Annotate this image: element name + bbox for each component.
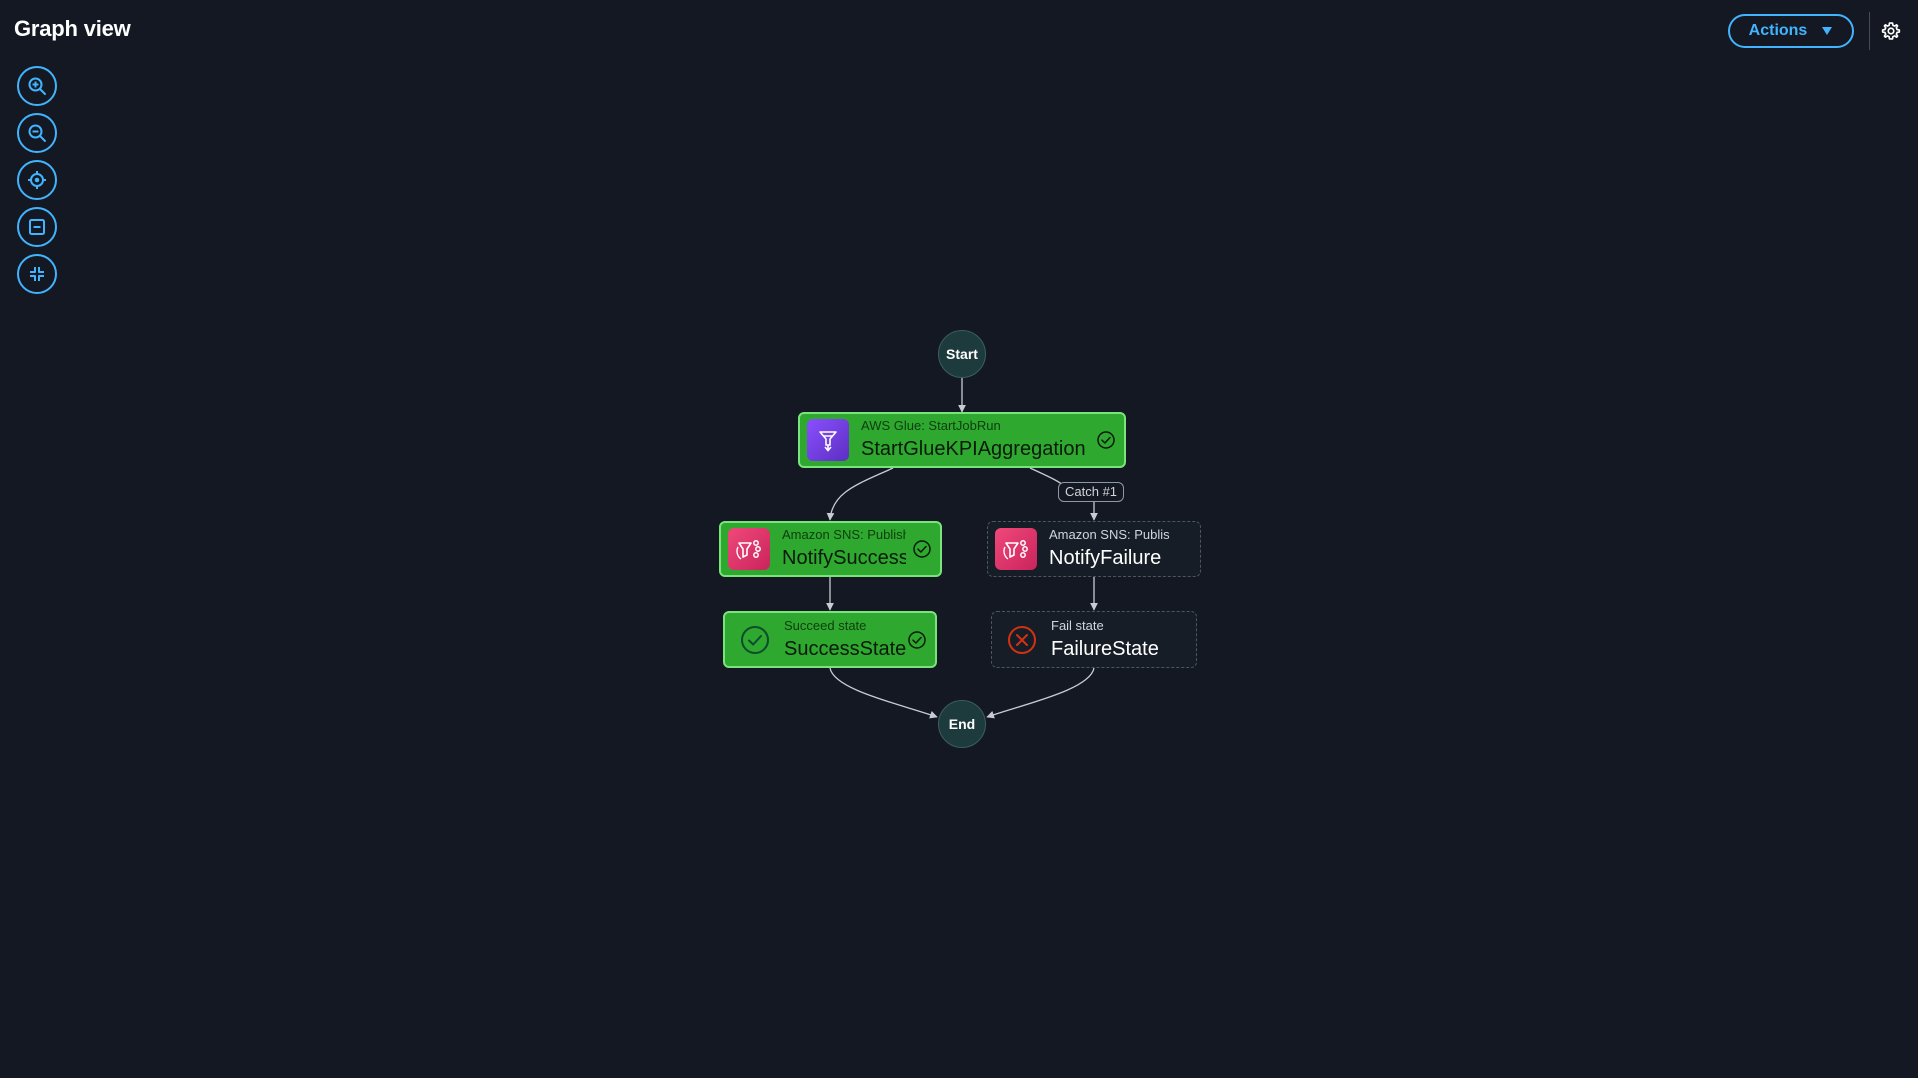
node-type-label: Amazon SNS: Publish <box>782 527 906 542</box>
actions-button[interactable]: Actions <box>1728 14 1854 48</box>
success-check-icon <box>908 630 926 649</box>
zoom-out-button[interactable] <box>17 113 57 153</box>
node-type-label: Succeed state <box>784 617 867 633</box>
state-node-notify-success[interactable]: Amazon SNS: Publish NotifySuccess <box>719 521 942 577</box>
node-type-label: Amazon SNS: Publish <box>1049 527 1170 542</box>
edge-glue-to-notify-success <box>826 467 894 521</box>
fit-view-button[interactable] <box>17 207 57 247</box>
zoom-in-icon <box>28 77 46 95</box>
node-text: Succeed state SuccessState <box>784 618 935 662</box>
node-type-label: Fail state <box>1051 617 1104 633</box>
center-view-button[interactable] <box>17 160 57 200</box>
node-name-label: StartGlueKPIAggregation <box>861 438 1086 460</box>
zoom-controls <box>17 66 57 294</box>
amazon-sns-icon <box>995 528 1037 570</box>
start-node[interactable]: Start <box>938 330 986 378</box>
locate-center-icon <box>28 171 46 189</box>
amazon-sns-icon <box>728 528 770 570</box>
page-title: Graph view <box>14 16 131 41</box>
node-text: Amazon SNS: Publish NotifyFailure <box>1049 527 1170 571</box>
node-name-label: SuccessState <box>784 637 907 660</box>
state-node-failure-state[interactable]: Fail state FailureState <box>991 611 1197 668</box>
success-check-icon <box>913 540 931 558</box>
aws-glue-icon <box>807 419 849 461</box>
fit-view-icon <box>29 219 45 235</box>
zoom-in-button[interactable] <box>17 66 57 106</box>
gear-icon <box>1881 22 1901 40</box>
end-node[interactable]: End <box>938 700 986 748</box>
node-text: AWS Glue: StartJobRun StartGlueKPIAggreg… <box>861 418 1124 462</box>
collapse-view-button[interactable] <box>17 254 57 294</box>
node-text: Fail state FailureState <box>1051 618 1196 662</box>
node-text: Amazon SNS: Publish NotifySuccess <box>782 527 906 571</box>
zoom-out-icon <box>28 124 46 142</box>
catch-label: Catch #1 <box>1058 482 1125 502</box>
state-node-notify-failure[interactable]: Amazon SNS: Publish NotifyFailure <box>987 521 1201 577</box>
fail-state-icon <box>1001 619 1043 661</box>
node-name-label: FailureState <box>1051 637 1159 660</box>
node-type-label: AWS Glue: StartJobRun <box>861 418 1001 433</box>
collapse-icon <box>30 267 44 281</box>
node-name-label: NotifyFailure <box>1049 547 1162 569</box>
edge-success-state-to-end <box>829 667 938 719</box>
edge-failure-state-to-end <box>986 667 1095 719</box>
succeed-state-icon <box>734 619 776 661</box>
state-node-success-state[interactable]: Succeed state SuccessState <box>723 611 937 668</box>
header-divider <box>1869 12 1870 50</box>
state-node-start-glue-kpi-aggregation[interactable]: AWS Glue: StartJobRun StartGlueKPIAggreg… <box>798 412 1126 468</box>
success-check-icon <box>1097 431 1115 449</box>
caret-down-icon <box>1822 27 1833 35</box>
actions-button-label: Actions <box>1748 22 1808 39</box>
node-name-label: NotifySuccess <box>782 547 906 569</box>
settings-button[interactable] <box>1878 18 1904 44</box>
